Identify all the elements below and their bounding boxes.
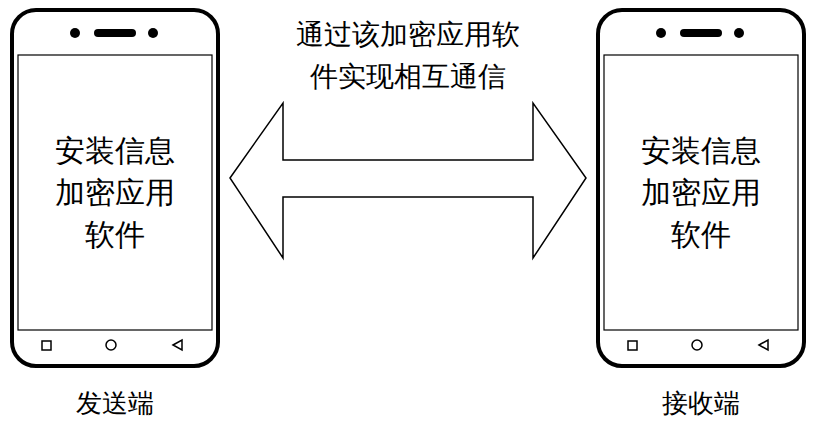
edge-label: 通过该加密应用软件实现相互通信 xyxy=(295,14,520,98)
device-label: 接收端 xyxy=(662,388,740,418)
device-label: 发送端 xyxy=(76,388,154,418)
screen-text: 安装信息加密应用软件 xyxy=(640,130,763,256)
phone-node: 安装信息加密应用软件接收端 xyxy=(596,8,806,368)
phone-node: 安装信息加密应用软件发送端 xyxy=(10,8,220,368)
double-arrow xyxy=(230,103,586,258)
screen-text: 安装信息加密应用软件 xyxy=(54,130,177,256)
